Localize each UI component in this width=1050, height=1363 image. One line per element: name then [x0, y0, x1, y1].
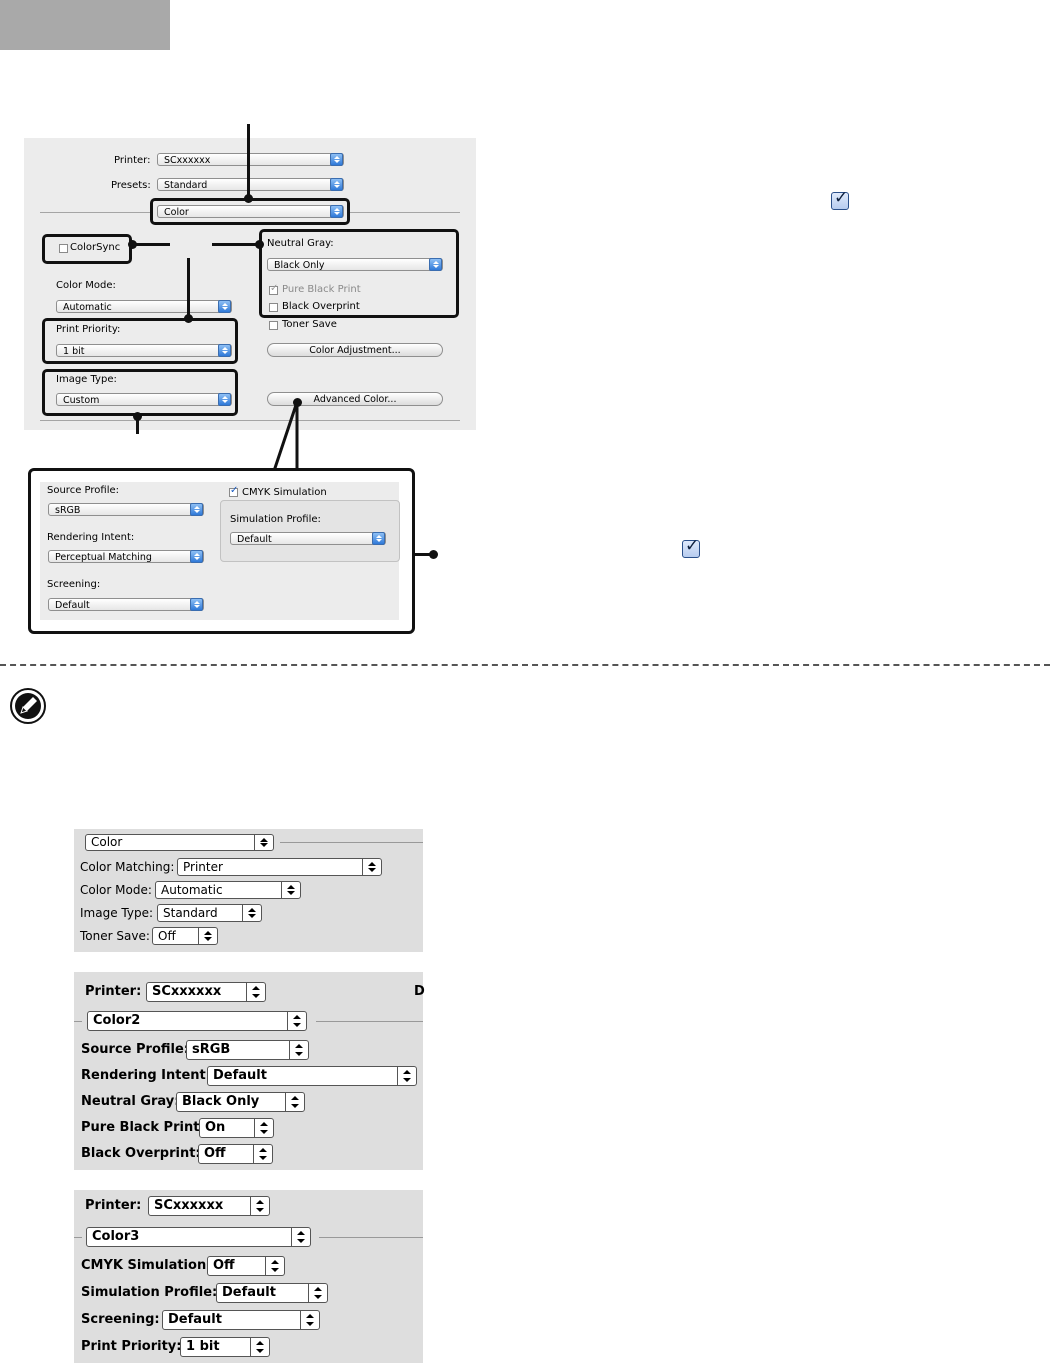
- presets-popup[interactable]: Standard: [157, 178, 344, 191]
- source-profile-label: Source Profile:: [47, 485, 119, 496]
- printer-popup[interactable]: SCxxxxxx: [157, 153, 344, 166]
- os9-screening-popup[interactable]: Default: [162, 1310, 320, 1330]
- panel-popup[interactable]: Color: [157, 205, 344, 218]
- os9-toner-save-label: Toner Save:: [80, 929, 150, 943]
- os9-color3-dialog: Printer: SCxxxxxx Color3 CMYK Simulation…: [74, 1190, 423, 1363]
- os9-color2-dialog: Printer: SCxxxxxx D Color2 Source Profil…: [74, 972, 425, 1170]
- os9-screening-label: Screening:: [81, 1312, 160, 1327]
- color-mode-popup[interactable]: Automatic: [56, 300, 232, 313]
- black-overprint-checkbox[interactable]: [269, 303, 278, 312]
- cmyk-simulation-label: CMYK Simulation: [242, 487, 327, 498]
- os9-toner-save-popup[interactable]: Off: [152, 927, 218, 945]
- image-type-highlight: [42, 369, 238, 416]
- neutral-gray-label: Neutral Gray:: [267, 238, 334, 249]
- os9-rendering-intent-popup[interactable]: Default: [207, 1066, 417, 1086]
- color-mode-label: Color Mode:: [56, 280, 116, 291]
- os9-rendering-intent-label: Rendering Intent:: [81, 1068, 211, 1083]
- print-priority-popup[interactable]: 1 bit: [56, 344, 232, 357]
- os9-pure-black-label: Pure Black Print:: [81, 1120, 205, 1135]
- os9-image-type-popup[interactable]: Standard: [157, 904, 262, 922]
- check-icon: [831, 188, 849, 210]
- black-overprint-label: Black Overprint: [282, 301, 360, 312]
- colorsync-label: ColorSync: [70, 242, 121, 253]
- os9-simulation-profile-label: Simulation Profile:: [81, 1285, 218, 1300]
- advanced-callout-lines: [272, 401, 299, 472]
- os9-pure-black-popup[interactable]: On: [199, 1118, 274, 1138]
- os9-neutral-gray-label: Neutral Gray:: [81, 1094, 180, 1109]
- os9-color-mode-popup[interactable]: Automatic: [155, 881, 301, 899]
- os9-color-dialog: Color Color Matching: Printer Color Mode…: [74, 829, 423, 952]
- toner-save-checkbox[interactable]: [269, 321, 278, 330]
- advanced-color-button[interactable]: Advanced Color...: [267, 392, 443, 406]
- os9-black-overprint-label: Black Overprint:: [81, 1146, 201, 1161]
- os9-image-type-label: Image Type:: [80, 906, 154, 920]
- page-tab-marker: [0, 0, 170, 50]
- os9-color3-printer-label: Printer:: [85, 1198, 142, 1213]
- print-priority-highlight: [42, 318, 238, 364]
- image-type-label: Image Type:: [56, 374, 117, 385]
- os9-source-profile-popup[interactable]: sRGB: [186, 1040, 309, 1060]
- screening-popup[interactable]: Default: [48, 598, 204, 611]
- color-dialog: Printer: SCxxxxxx Presets: Standard Colo…: [24, 138, 476, 430]
- neutral-gray-popup[interactable]: Black Only: [267, 258, 443, 271]
- color-adjustment-button[interactable]: Color Adjustment...: [267, 343, 443, 357]
- presets-label: Presets:: [111, 180, 151, 191]
- source-profile-popup[interactable]: sRGB: [48, 503, 204, 516]
- pure-black-label: Pure Black Print: [282, 284, 361, 295]
- check-icon: [682, 536, 700, 558]
- os9-print-priority-popup[interactable]: 1 bit: [180, 1337, 270, 1357]
- rendering-intent-popup[interactable]: Perceptual Matching: [48, 550, 204, 563]
- os9-simulation-profile-popup[interactable]: Default: [216, 1283, 328, 1303]
- colorsync-checkbox[interactable]: [59, 244, 68, 253]
- toner-save-label: Toner Save: [282, 319, 337, 330]
- screening-label: Screening:: [47, 579, 101, 590]
- os9-neutral-gray-popup[interactable]: Black Only: [176, 1092, 305, 1112]
- os9-color2-printer-popup[interactable]: SCxxxxxx: [146, 982, 266, 1002]
- neutral-gray-highlight: [259, 229, 459, 318]
- os9-color2-printer-label: Printer:: [85, 984, 142, 999]
- os9-color-matching-label: Color Matching:: [80, 860, 175, 874]
- os9-color-mode-label: Color Mode:: [80, 883, 152, 897]
- os9-cmyk-simulation-label: CMYK Simulation:: [81, 1258, 212, 1273]
- os9-black-overprint-popup[interactable]: Off: [198, 1144, 273, 1164]
- os9-source-profile-label: Source Profile:: [81, 1042, 189, 1057]
- printer-label: Printer:: [114, 155, 151, 166]
- os9-color2-panel-popup[interactable]: Color2: [87, 1011, 307, 1031]
- rendering-intent-label: Rendering Intent:: [47, 532, 135, 543]
- dashed-separator: [0, 664, 1050, 666]
- pure-black-checkbox[interactable]: [269, 283, 278, 295]
- os9-color-matching-popup[interactable]: Printer: [177, 858, 382, 876]
- cmyk-simulation-checkbox[interactable]: [229, 485, 238, 497]
- os9-cmyk-simulation-popup[interactable]: Off: [207, 1256, 285, 1276]
- simulation-profile-label: Simulation Profile:: [230, 514, 321, 525]
- image-type-popup[interactable]: Custom: [56, 393, 232, 406]
- pencil-note-icon: [10, 688, 46, 724]
- colorsync-highlight: [42, 234, 132, 264]
- os9-panel-popup[interactable]: Color: [85, 834, 274, 851]
- os9-color3-panel-popup[interactable]: Color3: [86, 1227, 311, 1247]
- os9-color3-printer-popup[interactable]: SCxxxxxx: [148, 1196, 270, 1216]
- simulation-profile-popup[interactable]: Default: [230, 532, 386, 545]
- advanced-color-dialog: Source Profile: sRGB Rendering Intent: P…: [40, 482, 400, 620]
- os9-color2-right-letter: D: [414, 984, 425, 999]
- os9-print-priority-label: Print Priority:: [81, 1339, 182, 1354]
- print-priority-label: Print Priority:: [56, 324, 121, 335]
